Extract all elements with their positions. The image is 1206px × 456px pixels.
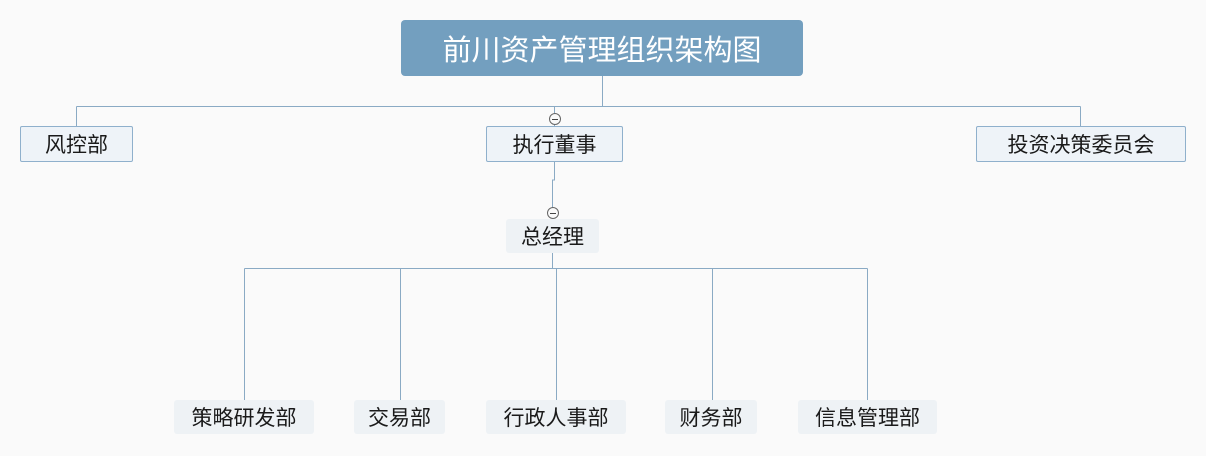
executive-director-label: 执行董事 — [512, 133, 597, 157]
it-dept-node[interactable]: 信息管理部 — [798, 400, 937, 434]
risk-dept-label: 风控部 — [45, 133, 108, 157]
risk-dept-node[interactable]: 风控部 — [20, 126, 133, 162]
root-title-label: 前川资产管理组织架构图 — [442, 33, 762, 67]
general-manager-label: 总经理 — [521, 225, 584, 249]
investment-committee-node[interactable]: 投资决策委员会 — [976, 126, 1186, 162]
admin-hr-dept-label: 行政人事部 — [503, 406, 609, 430]
admin-hr-dept-node[interactable]: 行政人事部 — [486, 400, 626, 434]
executive-director-node[interactable]: 执行董事 — [486, 126, 623, 162]
gm-to-departments-connector — [244, 253, 868, 400]
trading-dept-label: 交易部 — [368, 406, 431, 430]
collapse-icon[interactable] — [549, 113, 561, 125]
strategy-dept-label: 策略研发部 — [191, 406, 297, 430]
collapse-icon[interactable] — [547, 207, 559, 219]
root-connector — [76, 76, 1081, 126]
strategy-dept-node[interactable]: 策略研发部 — [174, 400, 314, 434]
investment-committee-label: 投资决策委员会 — [1007, 133, 1155, 157]
executive-to-gm-connector — [552, 162, 555, 220]
finance-dept-label: 财务部 — [679, 406, 743, 430]
general-manager-node[interactable]: 总经理 — [506, 219, 599, 253]
finance-dept-node[interactable]: 财务部 — [665, 400, 757, 434]
trading-dept-node[interactable]: 交易部 — [354, 400, 445, 434]
it-dept-label: 信息管理部 — [815, 406, 920, 430]
root-title-node[interactable]: 前川资产管理组织架构图 — [401, 20, 803, 76]
